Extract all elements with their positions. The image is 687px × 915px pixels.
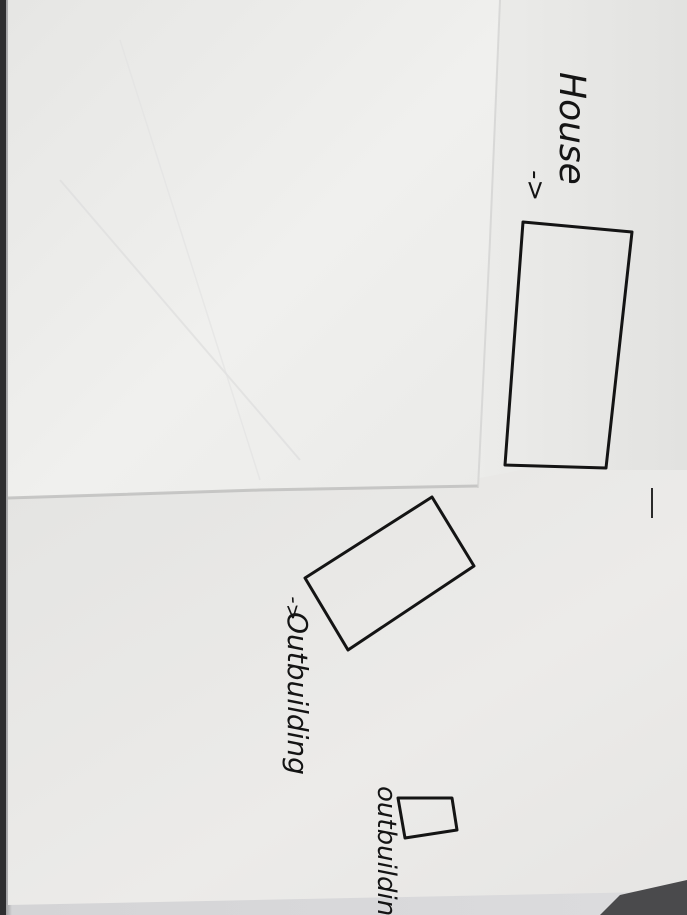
paper-sheet-bottom bbox=[8, 470, 687, 905]
house-arrow: -> bbox=[520, 170, 550, 201]
house-label: House bbox=[551, 72, 592, 185]
table-edge bbox=[0, 0, 6, 915]
outbuilding-label: Outbuilding bbox=[281, 612, 314, 775]
small-outbuilding-label: outbuilding bbox=[371, 786, 401, 915]
paper-sheet-top bbox=[8, 0, 500, 498]
